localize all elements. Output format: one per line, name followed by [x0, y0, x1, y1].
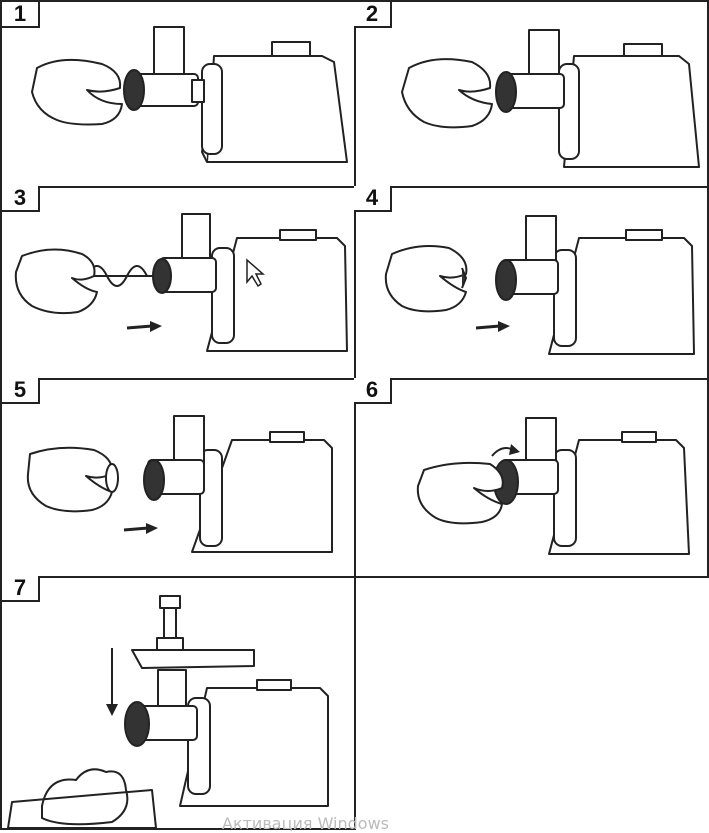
step-panel-4: 4	[354, 186, 709, 380]
step-number-2: 2	[354, 2, 392, 28]
step-illustration-5	[26, 415, 333, 553]
step-panel-7: 7	[0, 576, 356, 830]
step-panel-1: 1	[0, 0, 356, 188]
step-number-4: 4	[354, 186, 392, 212]
step-panel-5: 5	[0, 378, 356, 578]
step-panel-2: 2	[354, 0, 709, 188]
step-number-5: 5	[2, 378, 40, 404]
step-illustration-6	[416, 417, 690, 555]
step-illustration-7	[7, 595, 329, 828]
step-panel-3: 3	[0, 186, 356, 380]
windows-activation-watermark: Активация Windows	[222, 814, 389, 833]
step-illustration-4	[384, 215, 695, 355]
step-illustration-2	[401, 29, 700, 168]
step-number-3: 3	[2, 186, 40, 212]
step-number-7: 7	[2, 576, 40, 602]
step-illustration-3	[14, 213, 348, 352]
step-number-6: 6	[354, 378, 392, 404]
step-illustration-1	[31, 26, 348, 163]
empty-panel	[354, 576, 709, 830]
step-panel-6: 6	[354, 378, 709, 578]
step-number-1: 1	[2, 2, 40, 28]
